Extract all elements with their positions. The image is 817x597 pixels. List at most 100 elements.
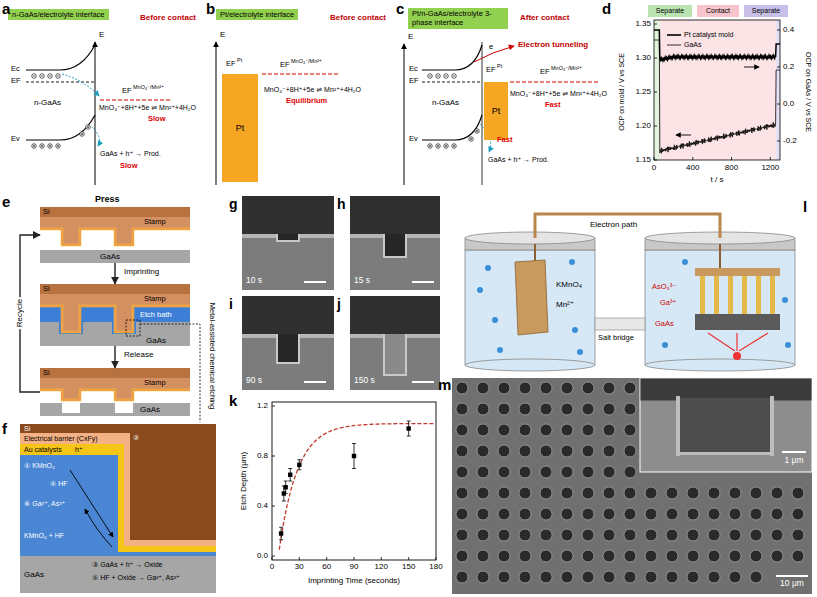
annotation-label: Pt <box>497 63 502 69</box>
sem-hole <box>561 403 573 415</box>
error-bar <box>407 421 411 436</box>
sem-hole <box>561 466 573 478</box>
sem-hole <box>603 529 615 541</box>
annotation-label: ② <box>133 434 139 442</box>
sem-hole <box>624 508 636 520</box>
sem-hole <box>477 487 489 499</box>
box-label: Pt <box>236 123 245 133</box>
sem-hole <box>519 550 531 562</box>
axis-label: 1.25 <box>635 87 651 96</box>
annotation-label: KMnO₄ + HF <box>24 532 64 540</box>
annotation-label: Fast <box>545 101 560 110</box>
annotation-label: ③ GaAs + h⁺ → Oxide <box>92 561 162 569</box>
sem-hole <box>519 445 531 457</box>
sem-hole <box>456 424 468 436</box>
sem-hole <box>540 445 552 457</box>
annotation-label: ⑥ Ga³⁺, As³⁺ <box>24 500 65 508</box>
data-point <box>279 531 283 535</box>
annotation-label: Before contact <box>140 13 196 22</box>
sem-hole <box>456 403 468 415</box>
sem-hole <box>456 445 468 457</box>
sem-hole <box>708 529 720 541</box>
sem-hole <box>624 529 636 541</box>
layer-label: GaAs <box>100 250 120 263</box>
legend-text: Pt catalyst mold <box>684 31 733 39</box>
annotation-label: Au catalysts <box>24 446 62 454</box>
sem-hole <box>603 424 615 436</box>
annotation-label: EF <box>409 77 419 86</box>
axis-label: 150 <box>402 562 415 571</box>
sem-hole <box>750 487 762 499</box>
sem-hole <box>498 445 510 457</box>
legend-text: GaAs <box>684 41 702 49</box>
panel-letter: e <box>2 193 10 210</box>
sem-hole <box>792 508 804 520</box>
annotation-label: Electrical barrier (CxFy) <box>24 435 98 443</box>
sem-hole <box>750 529 762 541</box>
sem-hole <box>666 508 678 520</box>
layer-label: Etch bath <box>140 309 172 320</box>
annotation-label: Separate <box>752 7 780 15</box>
sem-hole <box>498 403 510 415</box>
sem-hole <box>645 487 657 499</box>
axis-label: Mn²⁺ <box>556 300 574 309</box>
box-label: n-GaAs/electrolyte interface <box>12 10 105 19</box>
annotation-label: EF <box>226 60 236 69</box>
edge-label: Imprinting <box>122 267 161 276</box>
sem-hole <box>582 445 594 457</box>
annotation-label: 10 s <box>246 276 262 286</box>
sem-image <box>242 196 334 290</box>
panel-letter: g <box>229 196 238 212</box>
axis-label: 90 <box>350 562 359 571</box>
sem-hole <box>582 487 594 499</box>
sem-hole <box>456 529 468 541</box>
sem-hole <box>624 487 636 499</box>
axis-label: 0.4 <box>783 25 794 34</box>
sem-hole <box>540 508 552 520</box>
annotation-label: EF <box>486 66 496 75</box>
axis-label: 0.0 <box>257 551 268 560</box>
annotation-label: OCP on GaAs / V vs SCE <box>804 52 812 132</box>
annotation-label: Slow <box>120 162 138 171</box>
sem-hole <box>624 382 636 394</box>
sem-hole <box>477 382 489 394</box>
annotation-label: GaAs + h⁺ → Prod. <box>100 150 161 158</box>
axis-label: 0.0 <box>783 99 794 108</box>
annotation-label: Contact <box>706 7 730 15</box>
annotation-label: 10 μm <box>780 579 804 589</box>
annotation-label: EF <box>122 87 132 96</box>
data-point <box>406 426 410 430</box>
panel-letter: f <box>2 420 7 437</box>
sem-hole <box>582 508 594 520</box>
sem-hole <box>477 508 489 520</box>
axis-label: 0.4 <box>257 501 268 510</box>
sem-hole <box>498 529 510 541</box>
sem-hole <box>624 571 636 583</box>
annotation-label: 150 s <box>354 376 375 386</box>
sem-hole <box>624 445 636 457</box>
sem-hole <box>624 403 636 415</box>
sem-hole <box>540 466 552 478</box>
sem-hole <box>456 382 468 394</box>
annotation-label: Metal-assisted chemical etching <box>208 303 217 409</box>
panel-letter: b <box>206 0 215 17</box>
sem-hole <box>561 382 573 394</box>
annotation-label: Ev <box>409 135 418 144</box>
sem-hole <box>498 466 510 478</box>
data-point <box>283 485 287 489</box>
sem-hole <box>519 529 531 541</box>
axis-label: t / s <box>711 175 724 184</box>
axis-label: E <box>99 30 104 39</box>
legend-item: Pt catalyst mold <box>667 31 733 39</box>
annotation-label: ① KMnO₄ <box>24 462 55 470</box>
sem-hole <box>498 382 510 394</box>
panel-letter: c <box>396 0 404 17</box>
sem-hole <box>708 508 720 520</box>
sem-hole <box>603 508 615 520</box>
sem-hole <box>582 466 594 478</box>
sem-hole <box>645 529 657 541</box>
annotation-label: Fast <box>497 136 512 145</box>
sem-hole <box>477 529 489 541</box>
sem-hole <box>582 529 594 541</box>
axis-label: 1.35 <box>635 19 651 28</box>
